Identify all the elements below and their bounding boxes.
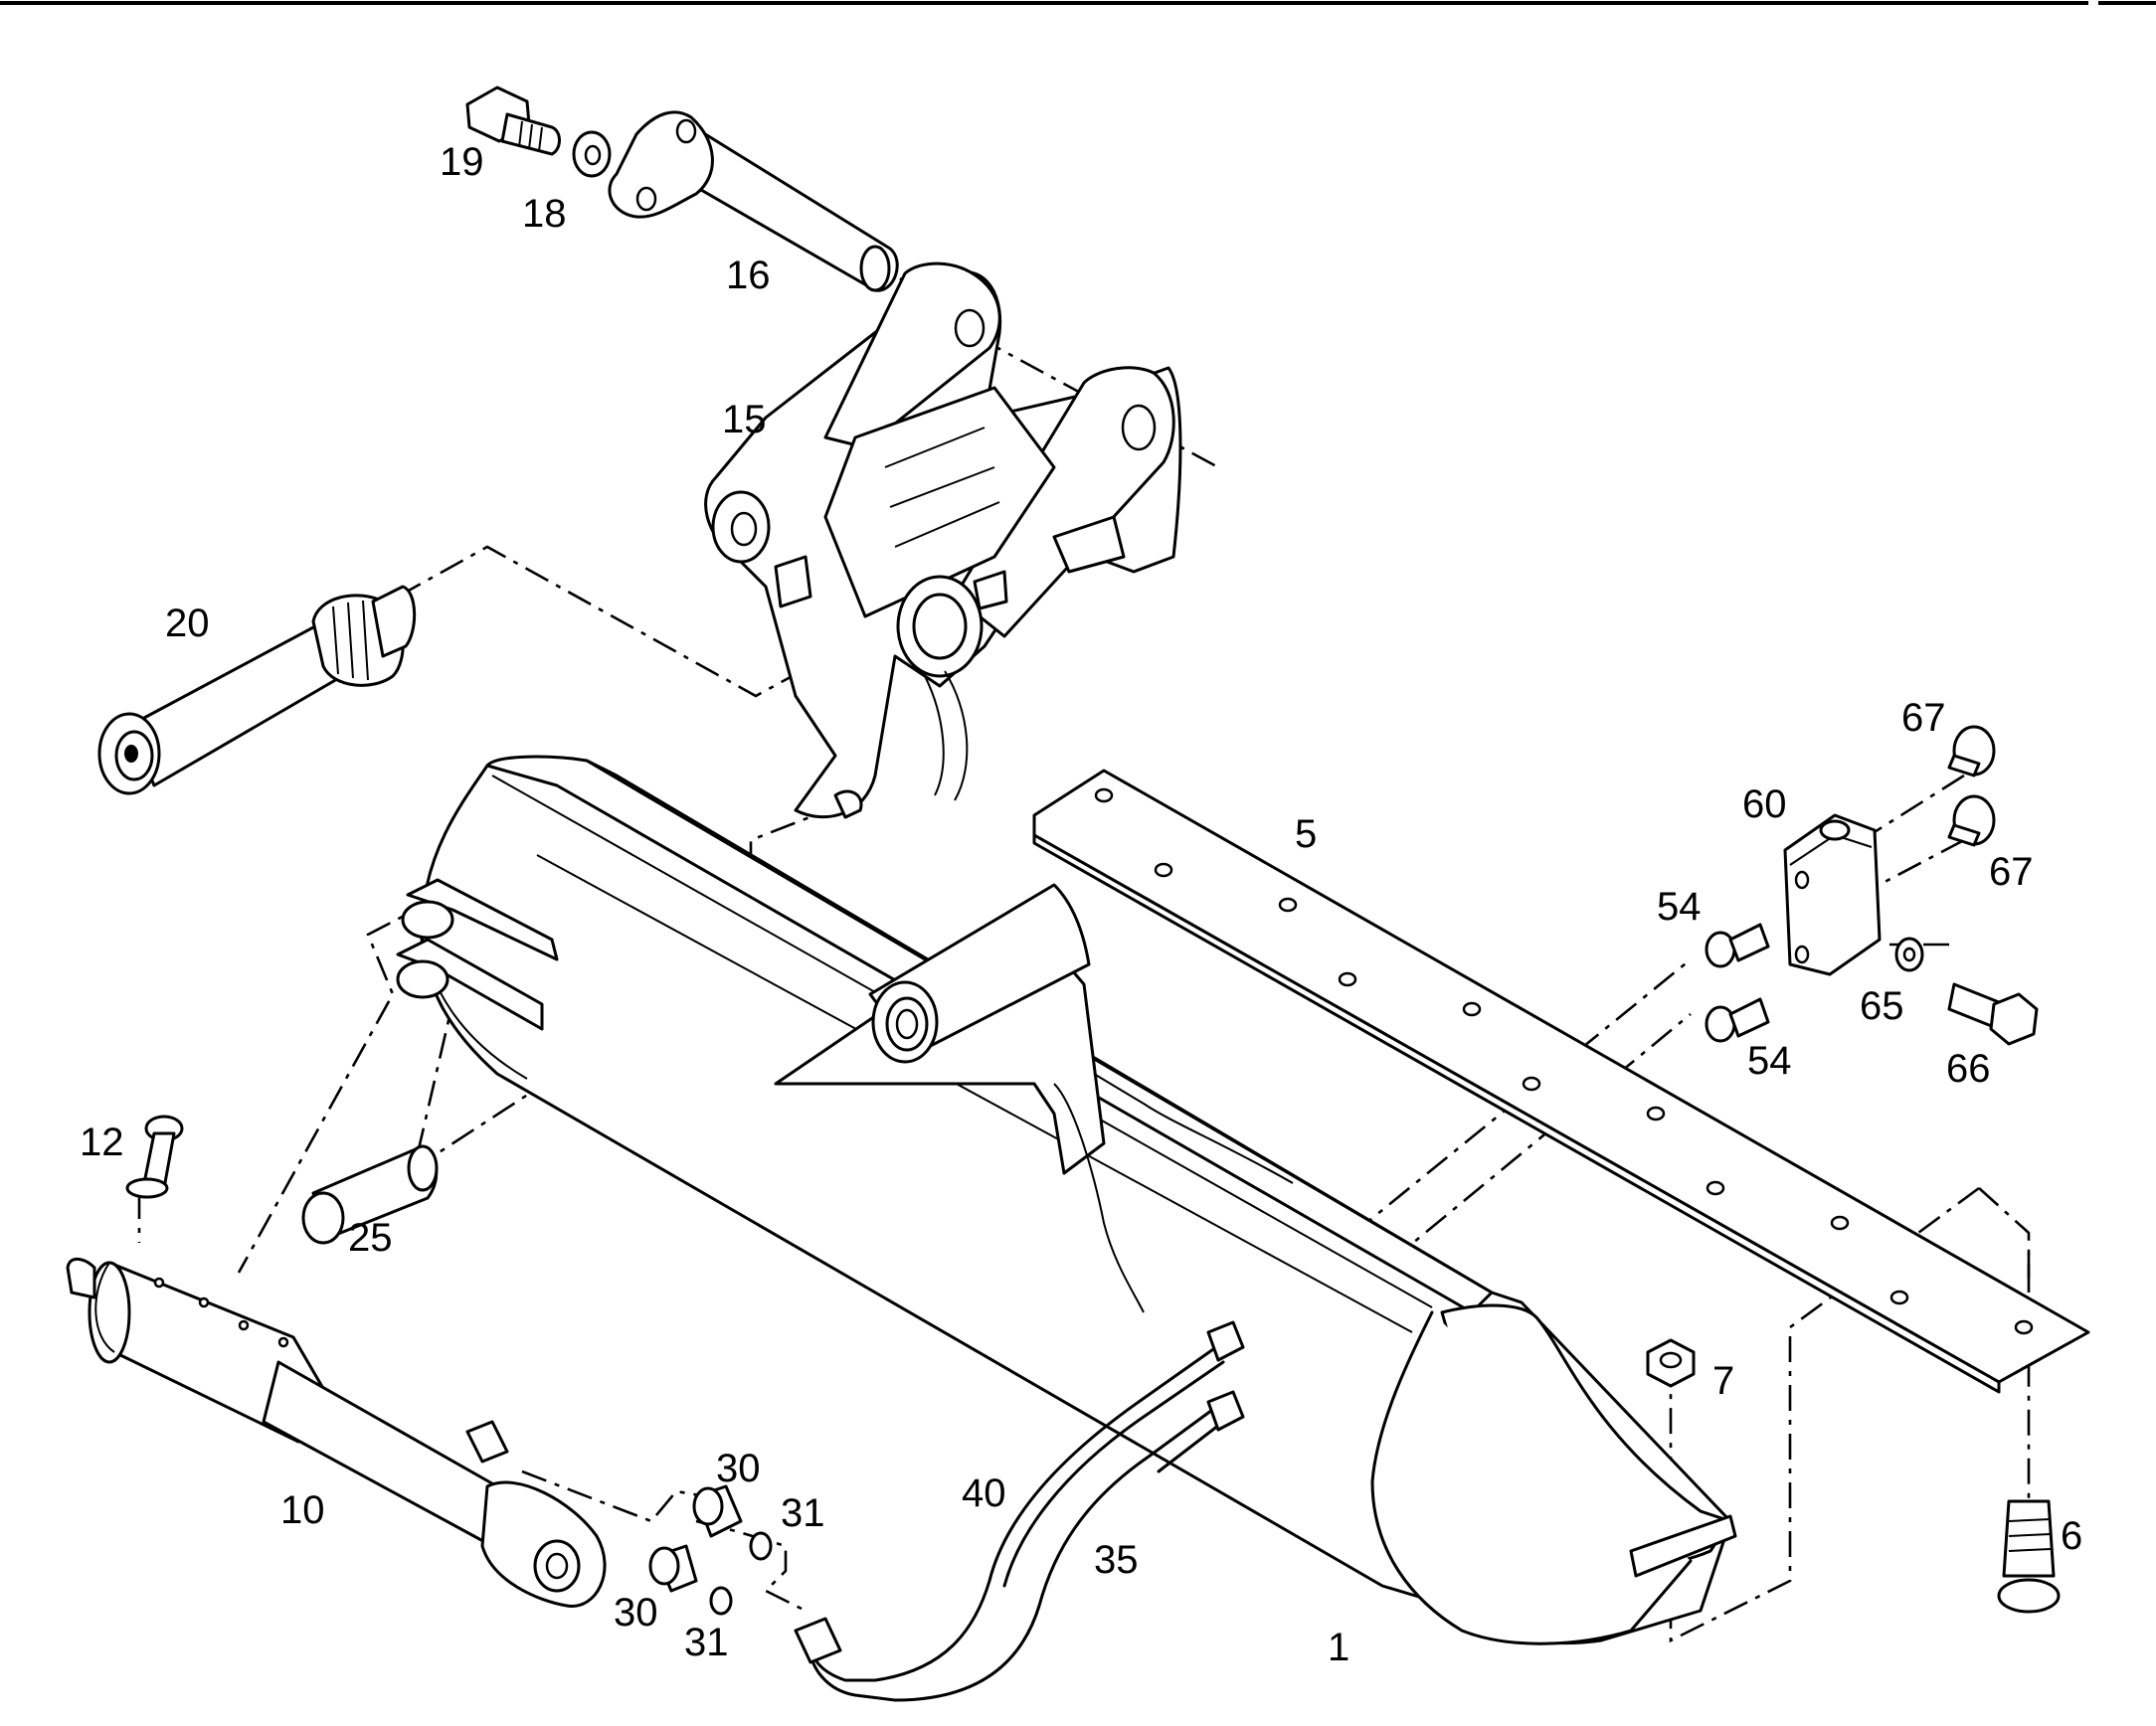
part-35-hose — [794, 1390, 1245, 1702]
callout-67-upper: 67 — [1901, 696, 1946, 740]
callout-25: 25 — [348, 1216, 393, 1260]
part-66-bolt — [1947, 982, 2039, 1046]
callout-15: 15 — [722, 398, 767, 441]
part-67-plug-lower — [1947, 794, 1996, 847]
callout-10: 10 — [280, 1488, 325, 1532]
callout-16: 16 — [726, 254, 771, 297]
callout-60: 60 — [1742, 782, 1787, 826]
callout-30-lower: 30 — [614, 1591, 658, 1635]
callout-54-upper: 54 — [1657, 885, 1702, 929]
callout-30-upper: 30 — [716, 1447, 761, 1490]
callout-6: 6 — [2061, 1514, 2082, 1558]
callout-12: 12 — [80, 1121, 124, 1164]
part-54-fitting-lower — [1705, 997, 1770, 1043]
part-12-pin — [125, 1115, 184, 1199]
part-65-washer — [1894, 937, 1924, 972]
callout-67-lower: 67 — [1989, 850, 2034, 894]
callout-40: 40 — [962, 1471, 1006, 1515]
part-25-pin — [301, 1144, 439, 1245]
part-60-block — [1783, 813, 1882, 976]
callout-7: 7 — [1712, 1359, 1734, 1403]
callout-20: 20 — [165, 602, 210, 645]
callout-66: 66 — [1946, 1047, 1991, 1091]
part-7-nut — [1646, 1338, 1696, 1388]
part-30-fitting-upper — [692, 1484, 743, 1538]
part-18-washer — [572, 130, 612, 178]
part-5-cutting-edge — [1032, 769, 2090, 1394]
part-6-bolt — [1997, 1499, 2061, 1614]
part-10-cylinder — [66, 1257, 607, 1608]
callout-19: 19 — [440, 140, 484, 184]
part-67-plug-upper — [1947, 725, 1996, 777]
part-40-hose — [809, 1320, 1245, 1682]
callout-31-lower: 31 — [684, 1621, 729, 1664]
callout-54-lower: 54 — [1747, 1039, 1792, 1083]
part-31-plug-upper — [749, 1531, 773, 1561]
part-15-coupler — [704, 261, 1182, 819]
callout-31-upper: 31 — [781, 1491, 825, 1535]
callout-5: 5 — [1295, 812, 1317, 856]
callout-18: 18 — [522, 192, 567, 236]
part-20-cylinder — [97, 585, 417, 795]
part-19-bolt — [465, 86, 561, 156]
callout-labels: 1 5 6 7 10 12 15 16 18 19 20 25 30 30 31… — [80, 140, 2082, 1669]
callout-65: 65 — [1860, 984, 1904, 1028]
part-31-plug-lower — [709, 1586, 733, 1616]
part-1-bucket — [396, 755, 1737, 1645]
callout-1: 1 — [1328, 1626, 1349, 1669]
callout-35: 35 — [1094, 1538, 1139, 1582]
part-16-pin — [608, 110, 899, 292]
part-30-fitting-lower — [648, 1544, 698, 1593]
part-54-fitting-upper — [1705, 923, 1770, 968]
